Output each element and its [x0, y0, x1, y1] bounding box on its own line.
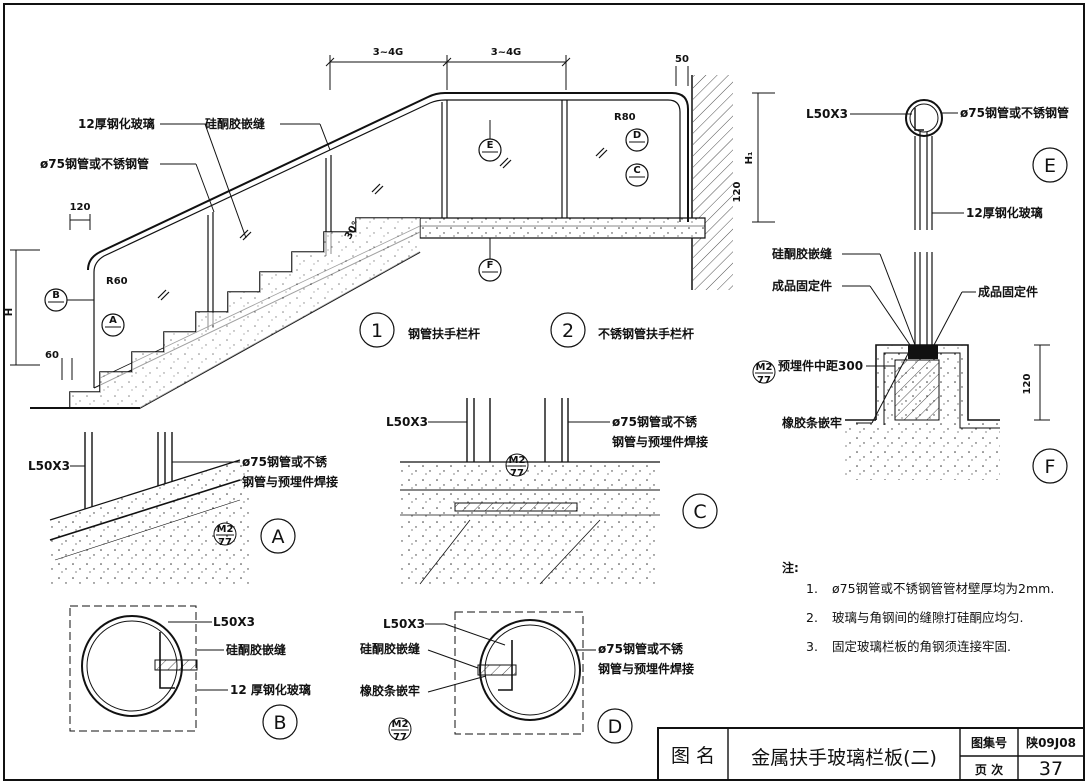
svg-text:77: 77: [218, 537, 232, 548]
svg-text:77: 77: [393, 732, 407, 743]
dim-height-h: H: [4, 308, 15, 316]
b-silicone: 硅酮胶嵌缝: [226, 642, 286, 657]
svg-text:F: F: [487, 260, 494, 271]
svg-text:77: 77: [510, 468, 524, 479]
sheet-border: [3, 3, 1085, 781]
e-letter: E: [1044, 155, 1056, 177]
d-rubber: 橡胶条嵌牢: [360, 683, 420, 698]
c-weld2: 钢管与预埋件焊接: [612, 434, 708, 449]
f-fixer-right: 成品固定件: [978, 284, 1038, 299]
callout-a[interactable]: A: [101, 313, 125, 337]
svg-text:E: E: [487, 140, 494, 151]
callout-f[interactable]: F: [478, 238, 502, 282]
note-3-text: 固定玻璃栏板的角钢须连接牢固.: [832, 639, 1011, 654]
title-page: 37: [1039, 758, 1063, 780]
e-pipe: ø75钢管或不锈钢管: [960, 105, 1069, 120]
dim-stair-offset: 60: [45, 350, 59, 361]
detail-c: L50X3 ø75钢管或不锈 钢管与预埋件焊接 M2 77 C: [386, 398, 718, 585]
label-r60: R60: [106, 276, 128, 287]
legend-item-2: 2 不锈钢管扶手栏杆: [550, 312, 694, 348]
svg-text:M2: M2: [509, 455, 526, 466]
svg-text:A: A: [109, 315, 117, 326]
detail-a: L50X3 ø75钢管或不锈 钢管与预埋件焊接 M2 77 A: [28, 432, 338, 585]
a-l50: L50X3: [28, 459, 70, 473]
detail-d: L50X3 硅酮胶嵌缝 橡胶条嵌牢 ø75钢管或不锈 钢管与预埋件焊接 M2 7…: [360, 611, 694, 744]
dim-height-h1: H₁: [744, 152, 755, 165]
title-block: 图 名 金属扶手玻璃栏板(二) 图集号 陕09J08 页 次 37: [657, 727, 1085, 781]
note-1-num: 1.: [806, 581, 818, 596]
a-weld2: 钢管与预埋件焊接: [242, 474, 338, 489]
label-glass: 12厚钢化玻璃: [78, 116, 155, 131]
c-weld: ø75钢管或不锈: [612, 414, 698, 429]
d-letter: D: [608, 716, 623, 738]
svg-text:M2: M2: [217, 524, 234, 535]
dim-curb-left: 120: [732, 182, 743, 203]
d-l50: L50X3: [383, 617, 425, 631]
c-letter: C: [693, 501, 706, 523]
notes: 注: 1. ø75钢管或不锈钢管管材壁厚均为2mm. 2. 玻璃与角钢间的缝隙打…: [782, 560, 1054, 654]
f-silicone: 硅酮胶嵌缝: [772, 246, 832, 261]
svg-text:1: 1: [371, 320, 383, 342]
note-3-num: 3.: [806, 639, 818, 654]
title-atlas-label: 图集号: [971, 735, 1007, 750]
main-stair-elevation: 3~4G 3~4G 50: [4, 47, 775, 409]
dim-spacing-left: 3~4G: [373, 47, 404, 58]
svg-text:77: 77: [757, 375, 771, 386]
d-silicone: 硅酮胶嵌缝: [360, 641, 420, 656]
d-weld2: 钢管与预埋件焊接: [598, 661, 694, 676]
f-rubber: 橡胶条嵌牢: [782, 415, 842, 430]
a-letter: A: [272, 526, 285, 548]
label-silicone: 硅酮胶嵌缝: [205, 116, 265, 131]
c-l50: L50X3: [386, 415, 428, 429]
f-letter: F: [1045, 456, 1056, 478]
callout-c[interactable]: C: [625, 163, 649, 187]
dim-post-offset: 120: [70, 202, 91, 213]
svg-text:钢管扶手栏杆: 钢管扶手栏杆: [408, 326, 480, 341]
e-l50: L50X3: [806, 107, 848, 121]
detail-f: 120 硅酮胶嵌缝 成品固定件 成品固定件 M2 77 预埋件中距300 橡胶条…: [752, 246, 1068, 484]
svg-text:D: D: [633, 130, 641, 141]
title-page-label: 页 次: [975, 762, 1003, 777]
note-2-num: 2.: [806, 610, 818, 625]
notes-title: 注:: [782, 560, 799, 575]
label-pipe: ø75钢管或不锈钢管: [40, 156, 149, 171]
note-2-text: 玻璃与角钢间的缝隙打硅酮应均匀.: [832, 610, 1023, 625]
svg-text:2: 2: [562, 320, 574, 342]
dim-wall-gap: 50: [675, 54, 689, 65]
a-weld: ø75钢管或不锈: [242, 454, 328, 469]
svg-text:M2: M2: [392, 719, 409, 730]
title-name: 金属扶手玻璃栏板(二): [751, 747, 937, 769]
dim-spacing-right: 3~4G: [491, 47, 522, 58]
note-1-text: ø75钢管或不锈钢管管材壁厚均为2mm.: [832, 581, 1054, 596]
callout-b[interactable]: B: [44, 288, 94, 312]
d-weld: ø75钢管或不锈: [598, 641, 684, 656]
title-name-label: 图 名: [671, 745, 715, 767]
b-glass: 12 厚钢化玻璃: [230, 682, 311, 697]
f-curb-dim: 120: [1022, 374, 1033, 395]
label-r80: R80: [614, 112, 636, 123]
b-letter: B: [273, 712, 286, 734]
b-l50: L50X3: [213, 615, 255, 629]
legend-item-1: 1 钢管扶手栏杆: [359, 312, 480, 348]
detail-b: L50X3 硅酮胶嵌缝 12 厚钢化玻璃 B: [69, 605, 311, 740]
svg-text:M2: M2: [756, 362, 773, 373]
title-atlas: 陕09J08: [1026, 735, 1076, 750]
callout-d[interactable]: D: [625, 128, 649, 152]
callout-e[interactable]: E: [478, 120, 502, 162]
svg-text:不锈钢管扶手栏杆: 不锈钢管扶手栏杆: [598, 326, 694, 341]
detail-e: L50X3 ø75钢管或不锈钢管 12厚钢化玻璃 E: [806, 99, 1069, 230]
f-fixer-left: 成品固定件: [772, 278, 832, 293]
f-embed: 预埋件中距300: [778, 358, 863, 373]
e-glass: 12厚钢化玻璃: [966, 205, 1043, 220]
svg-text:B: B: [52, 290, 60, 301]
svg-text:C: C: [633, 165, 640, 176]
